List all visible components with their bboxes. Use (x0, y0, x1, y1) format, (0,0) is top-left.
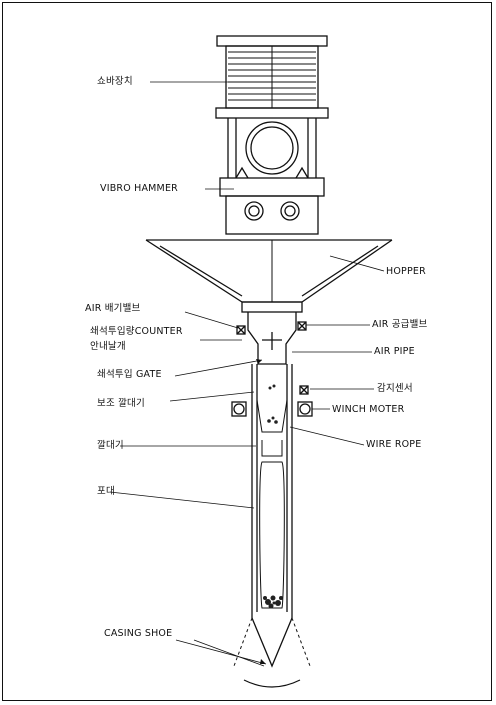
label-shock-absorber: 쇼바장치 (97, 76, 133, 87)
casing-shoe-swing (233, 617, 311, 667)
label-aux-funnel: 보조 깔대기 (97, 398, 145, 409)
valve-body (236, 312, 309, 395)
label-wire-rope: WIRE ROPE (366, 439, 422, 450)
stone-fill (263, 384, 283, 609)
label-vibro-hammer: VIBRO HAMMER (100, 183, 178, 194)
label-counter-line1: 쇄석투입량COUNTER (90, 326, 183, 337)
swing-arrow (243, 679, 301, 688)
label-air-supply-valve: AIR 공급밸브 (372, 319, 428, 330)
hopper-body (145, 239, 393, 313)
label-sensor: 감지센서 (377, 383, 413, 394)
winch-assembly (231, 401, 313, 417)
label-hopper: HOPPER (386, 266, 426, 277)
support-frame (227, 118, 317, 179)
label-funnel: 깔대기 (97, 440, 124, 451)
leader-lines (109, 81, 385, 667)
label-bag: 포대 (97, 486, 115, 497)
casing-tube (251, 364, 293, 668)
label-air-pipe: AIR PIPE (374, 346, 415, 357)
label-counter-line2: 안내날개 (90, 341, 126, 352)
label-air-exhaust-valve: AIR 배기밸브 (85, 303, 141, 314)
arrowheads (256, 359, 266, 664)
shock-absorber-unit (215, 35, 329, 119)
label-winch-motor: WINCH MOTER (332, 404, 405, 415)
label-input-gate: 쇄석투입 GATE (97, 369, 162, 380)
figure-border (2, 2, 492, 701)
vibro-hammer-body (219, 177, 325, 235)
label-casing-shoe: CASING SHOE (104, 628, 173, 639)
